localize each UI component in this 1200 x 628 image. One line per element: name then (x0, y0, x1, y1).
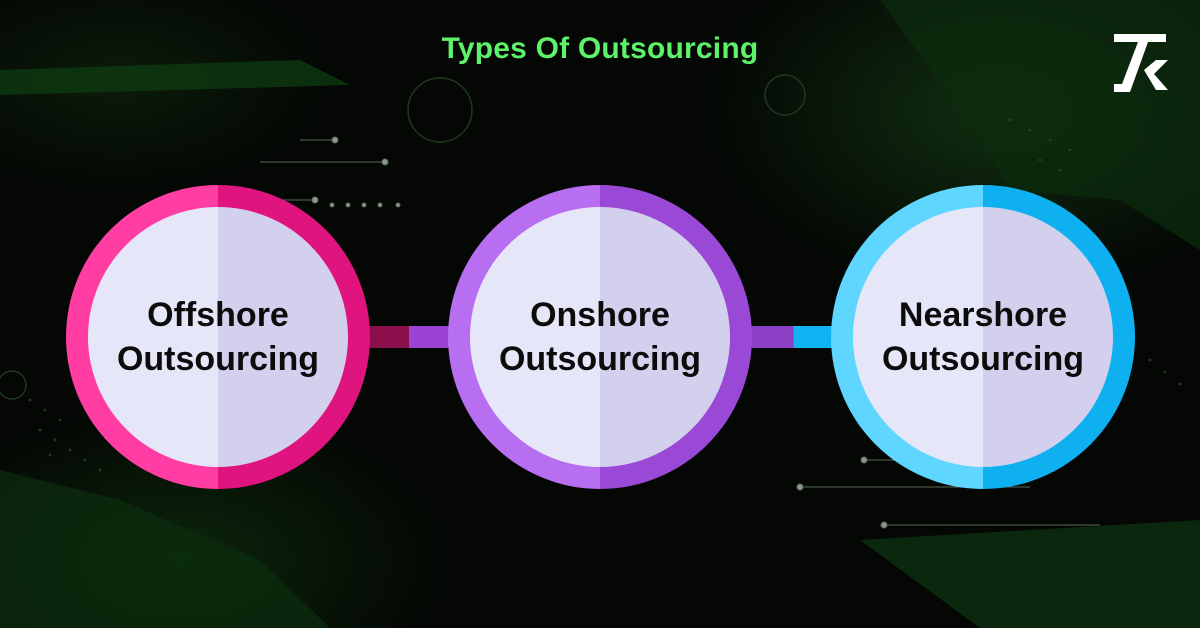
brand-logo-icon (1114, 34, 1168, 92)
diagram-title: Types Of Outsourcing (441, 32, 759, 65)
node-label-line1: Onshore (530, 296, 670, 334)
node-label-line2: Outsourcing (881, 340, 1085, 378)
node-label-line2: Outsourcing (116, 340, 320, 378)
node-label: Nearshore Outsourcing (863, 293, 1103, 381)
node-label-line1: Offshore (147, 296, 289, 334)
node-label-line1: Nearshore (898, 296, 1068, 334)
node-inner-disc: Nearshore Outsourcing (853, 207, 1113, 467)
connector-onshore-nearshore (750, 326, 834, 348)
connector-offshore-onshore (368, 326, 450, 348)
node-label: Offshore Outsourcing (98, 293, 338, 381)
node-nearshore-outsourcing: Nearshore Outsourcing (831, 185, 1135, 489)
node-label: Onshore Outsourcing (480, 293, 720, 381)
node-label-line2: Outsourcing (498, 340, 702, 378)
node-offshore-outsourcing: Offshore Outsourcing (66, 185, 370, 489)
node-onshore-outsourcing: Onshore Outsourcing (448, 185, 752, 489)
node-inner-disc: Offshore Outsourcing (88, 207, 348, 467)
node-inner-disc: Onshore Outsourcing (470, 207, 730, 467)
